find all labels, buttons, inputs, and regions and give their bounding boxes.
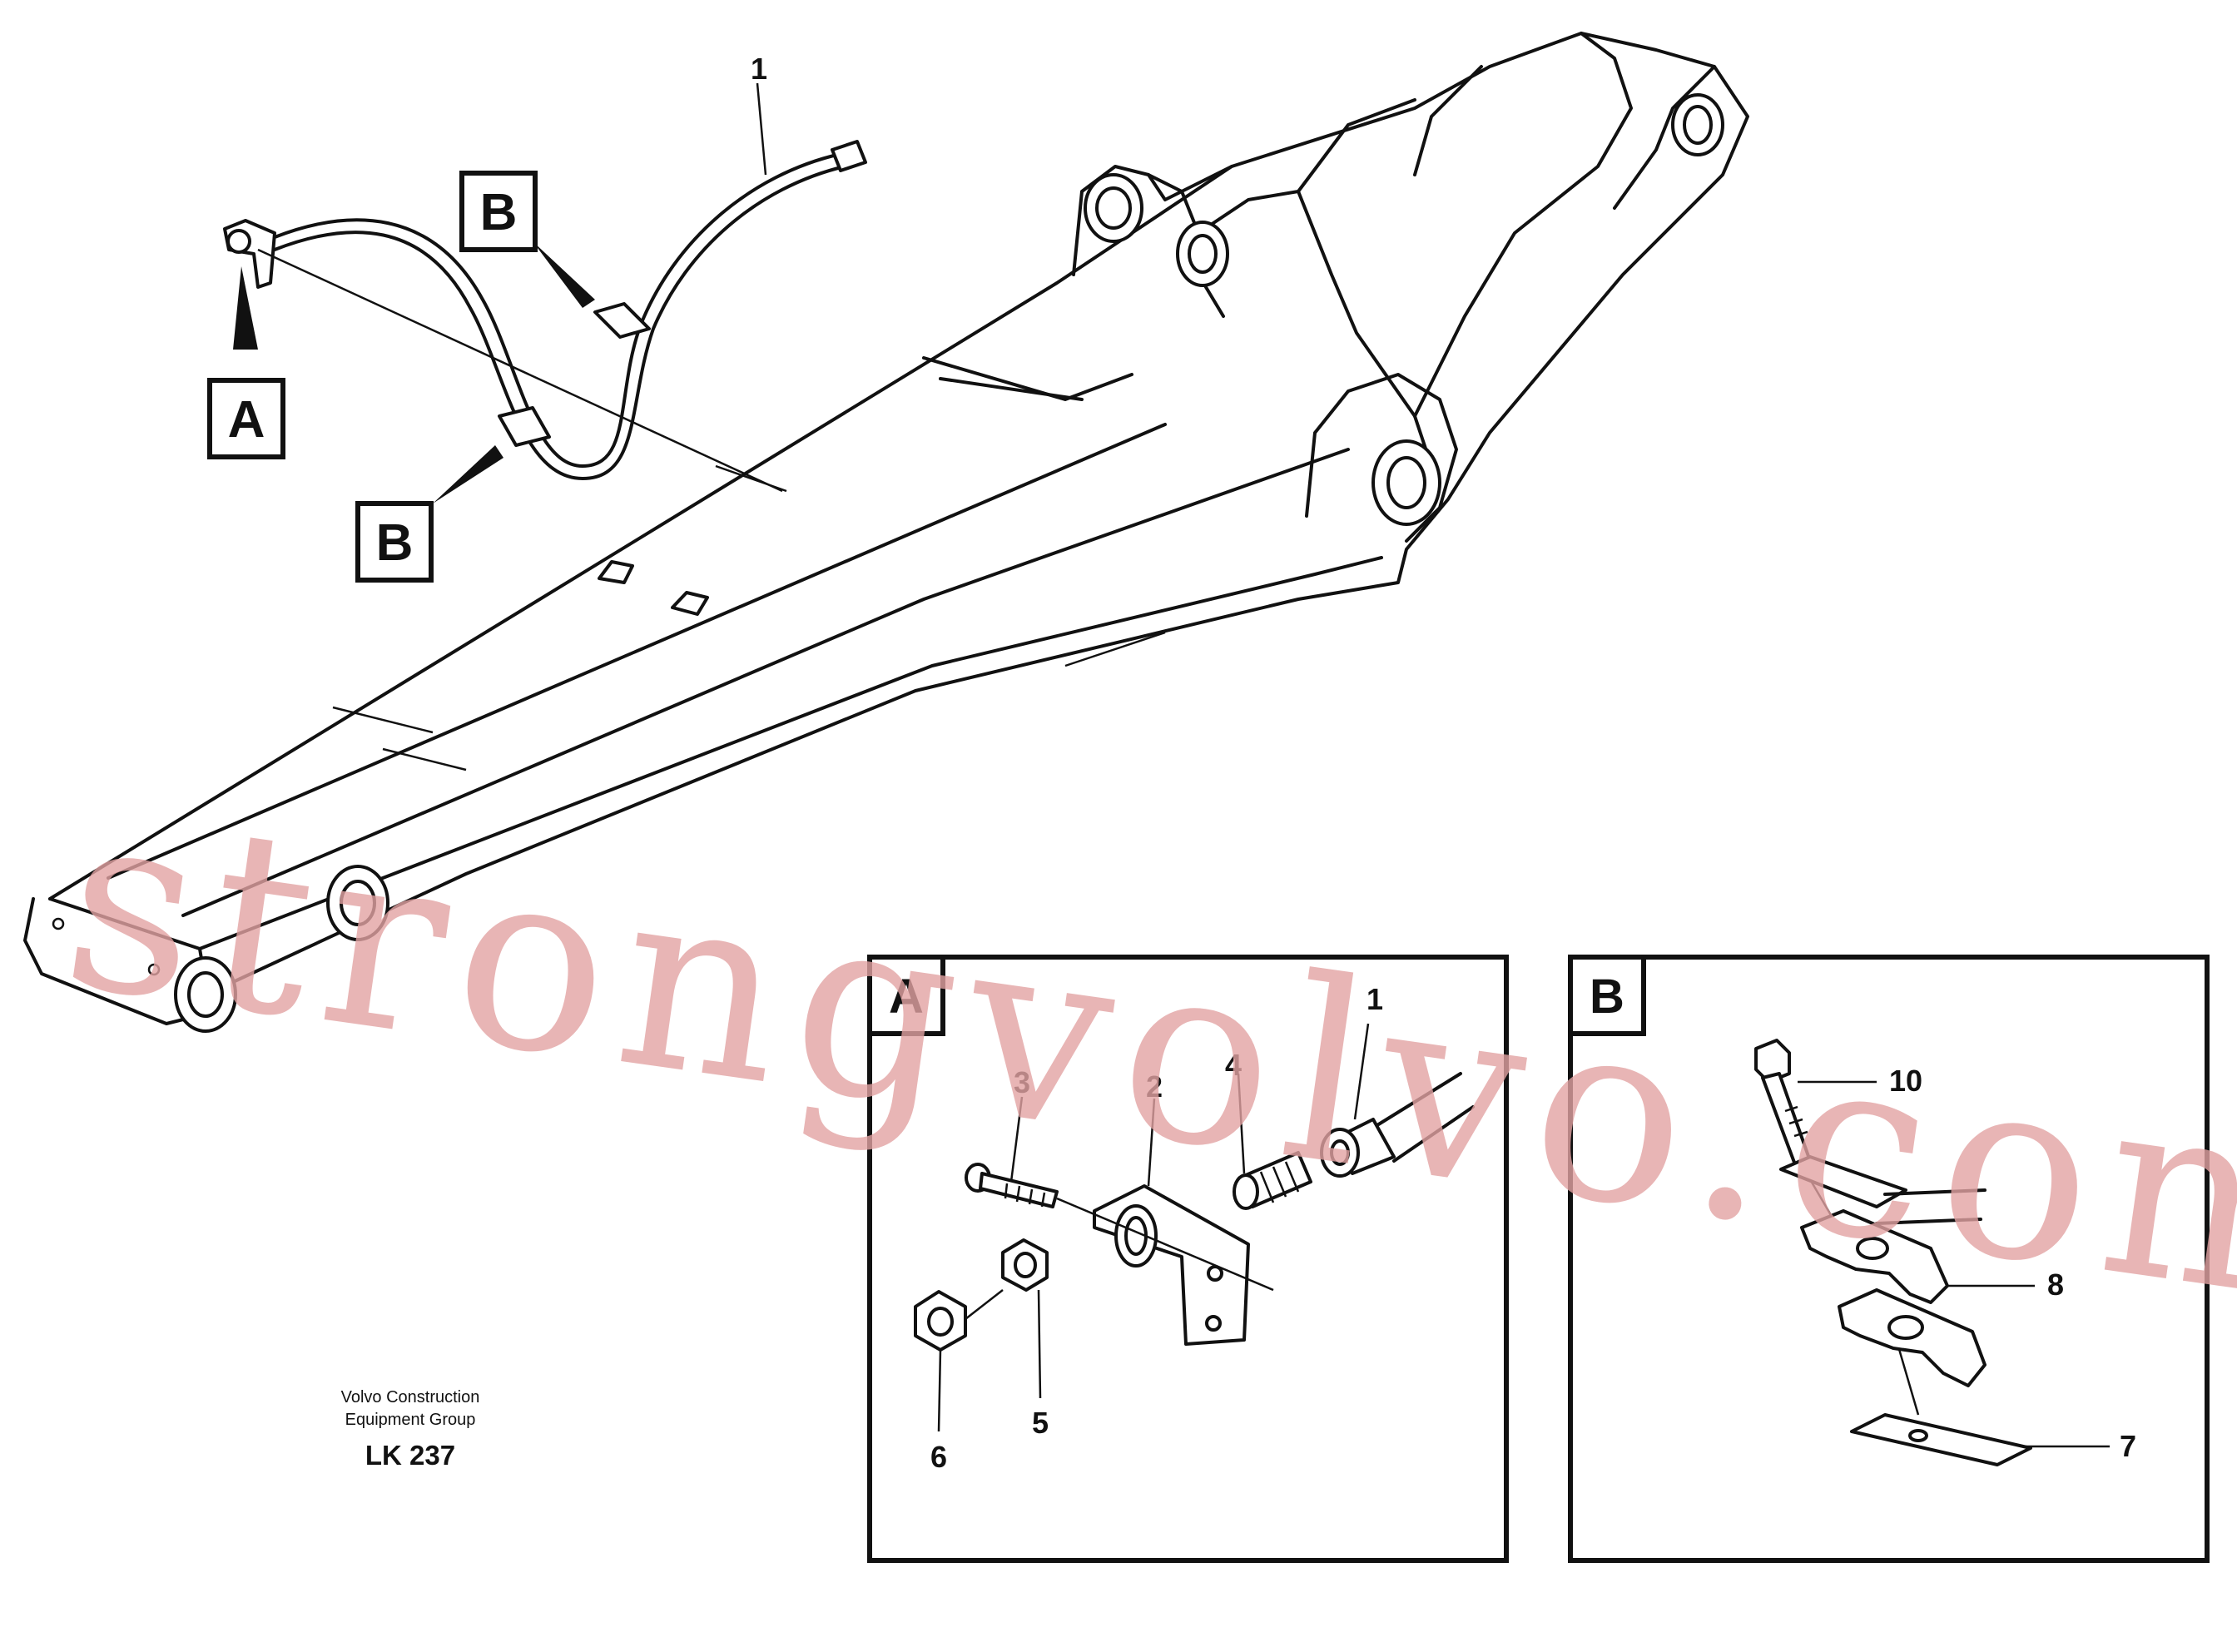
detail-a-corner-label: A: [889, 970, 924, 1024]
callout-label: 1: [751, 52, 767, 86]
caption-line-1: Volvo Construction: [341, 1388, 480, 1406]
detail-b-corner-label: B: [1590, 970, 1624, 1024]
label-box-b-top-text: B: [480, 184, 518, 241]
detail-a-panel: A 1 2 3 4: [867, 955, 1509, 1563]
watermark: strongvolvo.com: [50, 753, 2237, 1362]
detail-b-part-7: 7: [2120, 1429, 2136, 1463]
label-box-b-bottom-text: B: [376, 514, 414, 572]
detail-a-part-2: 2: [1146, 1069, 1163, 1104]
detail-b-panel: B 10 8 7: [1568, 955, 2210, 1563]
caption-code: LK 237: [365, 1440, 455, 1471]
boom-drawing: [23, 32, 1749, 1033]
detail-a-part-3: 3: [1014, 1065, 1030, 1099]
callout-part-1: 1: [751, 52, 767, 176]
detail-a-part-1: 1: [1367, 982, 1383, 1016]
detail-b-part-8: 8: [2047, 1268, 2064, 1302]
label-box-b-top: B: [459, 171, 595, 308]
detail-a-part-4: 4: [1225, 1048, 1242, 1082]
label-box-a: A: [207, 266, 285, 459]
caption-block: Volvo Construction Equipment Group LK 23…: [341, 1388, 480, 1471]
detail-a-part-5: 5: [1032, 1406, 1049, 1440]
label-box-b-bottom: B: [355, 445, 503, 583]
label-box-a-text: A: [228, 391, 265, 449]
detail-a-part-6: 6: [930, 1440, 947, 1474]
caption-line-2: Equipment Group: [345, 1411, 476, 1429]
detail-b-part-10: 10: [1889, 1064, 1922, 1098]
hose-assembly: [223, 140, 867, 493]
